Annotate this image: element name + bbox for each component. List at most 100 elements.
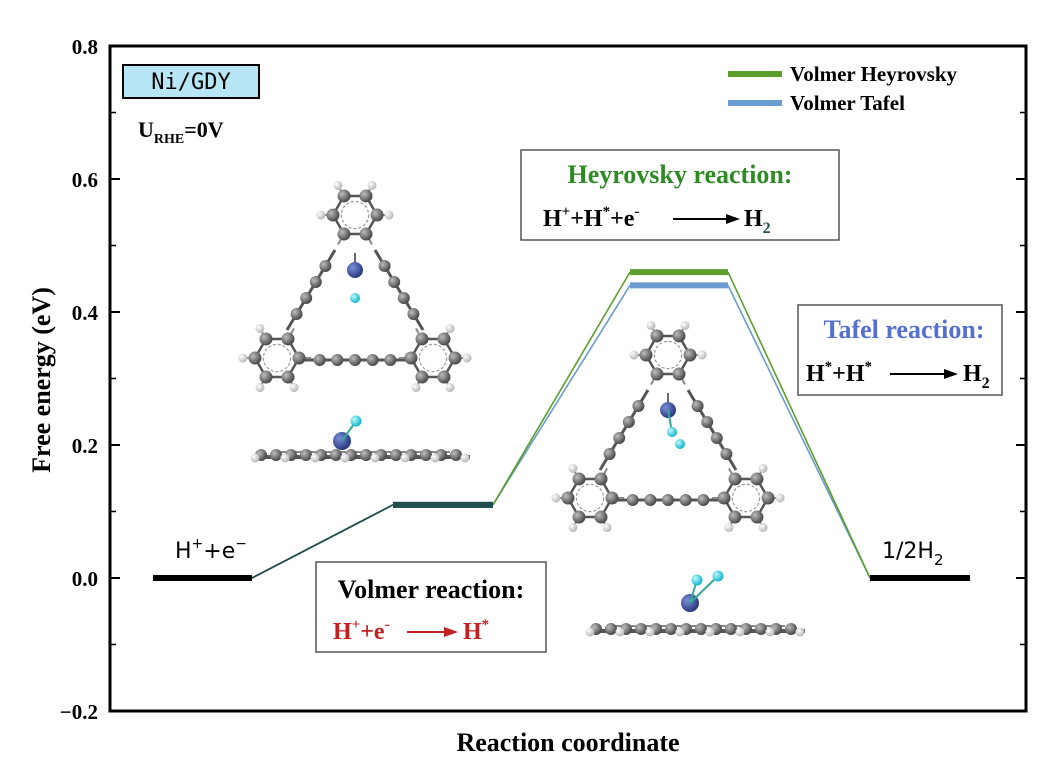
hydrogen-atom: [310, 453, 320, 463]
carbon-atom: [300, 449, 312, 461]
hydrogen-atom: [445, 383, 455, 393]
carbon-atom: [728, 510, 742, 524]
x-axis-label: Reaction coordinate: [456, 728, 679, 757]
carbon-atom: [349, 354, 361, 366]
carbon-atom: [313, 354, 326, 366]
hydrogen-atom: [255, 383, 265, 393]
hydrogen-atom: [250, 453, 260, 463]
carbon-atom: [359, 189, 373, 203]
carbon-atom: [360, 449, 372, 461]
carbon-atom: [594, 510, 608, 524]
bond: [418, 343, 448, 373]
carbon-atom: [366, 354, 379, 366]
adsorbed-hydrogen-atom: [350, 415, 362, 427]
ni-gdy-ts-side-view-structure: [585, 570, 805, 637]
carbon-atom: [572, 472, 586, 486]
volmer-reaction-equation: H++e-H*: [333, 617, 489, 645]
hydrogen-atom: [280, 453, 290, 463]
series-connector: [251, 504, 394, 579]
carbon-atom: [415, 332, 429, 346]
carbon-atom: [370, 208, 384, 222]
hydrogen-atom: [255, 323, 265, 333]
carbon-atom: [404, 351, 418, 365]
carbon-atom: [378, 260, 391, 272]
material-label: Ni/GDY: [151, 70, 230, 95]
carbon-atom: [407, 308, 420, 320]
carbon-atom: [665, 623, 677, 635]
carbon-atom: [639, 348, 653, 362]
heyrovsky-reaction-box: [520, 149, 840, 241]
carbon-atom: [281, 370, 295, 384]
hydrogen-atom: [705, 627, 715, 637]
carbon-atom: [390, 449, 402, 461]
carbon-atom: [572, 510, 586, 524]
carbon-atom: [755, 623, 767, 635]
hydrogen-atom: [615, 627, 625, 637]
potential-label: URHE=0V: [138, 117, 224, 147]
carbon-atom: [359, 227, 373, 241]
carbon-atom: [337, 227, 351, 241]
carbon-atom: [259, 370, 273, 384]
hydrogen-atom: [724, 523, 734, 533]
carbon-atom: [384, 354, 397, 366]
series-connector: [727, 271, 871, 579]
carbon-atom: [728, 472, 742, 486]
carbon-atom: [337, 189, 351, 203]
y-axis-label: Free energy (eV): [27, 287, 56, 473]
volmer-arrowhead: [444, 627, 458, 637]
carbon-atom: [397, 292, 410, 304]
carbon-atom: [683, 348, 697, 362]
carbon-atom: [309, 276, 322, 288]
hydrogen-atom: [568, 463, 578, 473]
carbon-atom: [679, 494, 692, 506]
carbon-atom: [270, 449, 282, 461]
carbon-atom: [695, 623, 707, 635]
hydrogen-atom: [460, 453, 470, 463]
carbon-atom: [388, 276, 401, 288]
carbon-atom: [622, 416, 635, 428]
heyrovsky-reaction-equation: H++H*+e-H2: [543, 204, 771, 237]
carbon-atom: [720, 448, 733, 460]
hydrogen-atom: [758, 523, 768, 533]
y-tick-label: −0.2: [60, 700, 98, 724]
tafel-reaction-box: [797, 304, 1003, 396]
ni-gdy-top-view-structure: [238, 180, 472, 393]
carbon-atom: [331, 354, 344, 366]
hydrogen-atom: [289, 383, 299, 393]
y-tick-label: 0.2: [72, 434, 98, 458]
hydrogen-atom: [629, 350, 639, 360]
adsorbed-hydrogen-atom: [350, 293, 360, 303]
carbon-atom: [605, 491, 619, 505]
hydrogen-atom: [238, 353, 248, 363]
carbon-atom: [691, 400, 704, 412]
tafel-reaction-equation: H*+H*H2: [806, 359, 990, 392]
carbon-atom: [644, 494, 657, 506]
hydrogen-atom: [675, 627, 685, 637]
carbon-atom: [594, 472, 608, 486]
hydrogen-atom: [758, 463, 768, 473]
heyrovsky-arrowhead: [726, 214, 740, 224]
carbon-atom: [672, 329, 686, 343]
carbon-atom: [613, 432, 626, 444]
heyrovsky-reaction-title: Heyrovsky reaction:: [567, 160, 792, 189]
tafel-reaction-title: Tafel reaction:: [823, 315, 984, 344]
hydrogen-atom: [316, 210, 326, 220]
carbon-atom: [415, 370, 429, 384]
hydrogen-atom: [775, 493, 785, 503]
hydrogen-atom: [411, 383, 421, 393]
y-axis: −0.20.00.20.40.60.8: [60, 35, 1026, 724]
carbon-atom: [292, 351, 306, 365]
legend-label-volmer-tafel: Volmer Tafel: [790, 91, 905, 115]
bond: [262, 343, 292, 373]
hydrogen-atom: [680, 320, 690, 330]
volmer-reaction-box: [315, 561, 547, 653]
bond: [340, 200, 370, 230]
final-state-label: 1/2H2: [882, 539, 944, 569]
carbon-atom: [450, 449, 462, 461]
carbon-atom: [281, 332, 295, 346]
carbon-atom: [635, 623, 647, 635]
initial-state-label: H++e−: [175, 536, 247, 564]
hydrogen-atom: [697, 350, 707, 360]
carbon-atom: [785, 623, 797, 635]
